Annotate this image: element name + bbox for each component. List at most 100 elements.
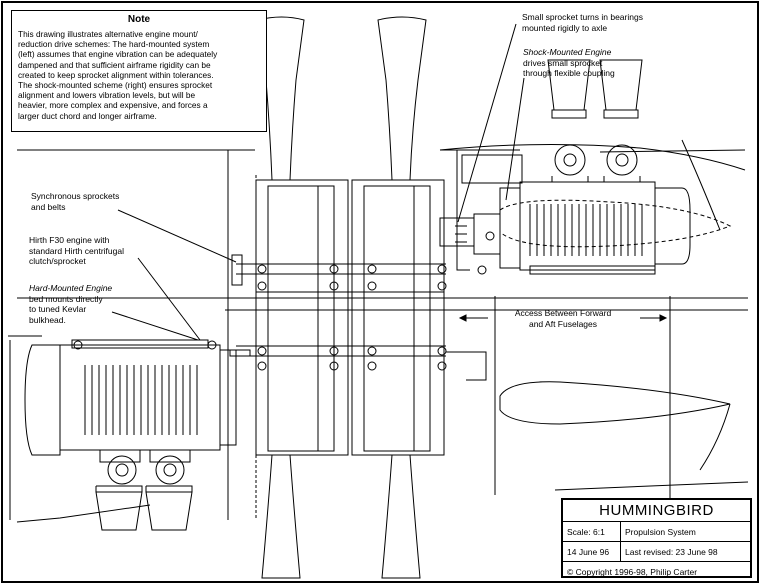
title-block-row: © Copyright 1996-98, Philip Carter bbox=[563, 562, 750, 581]
right-engine-flange bbox=[499, 187, 521, 269]
drawing-date: 14 June 96 bbox=[563, 542, 621, 561]
label-line: Synchronous sprockets bbox=[31, 191, 120, 201]
note-line: reduction drive schemes: The hard-mounte… bbox=[18, 39, 210, 50]
duct-right bbox=[351, 179, 445, 456]
right-bracket-top bbox=[461, 154, 523, 184]
label-synchronous: Synchronous sprockets and belts bbox=[31, 191, 119, 212]
left-engine-body bbox=[59, 344, 221, 451]
note-title: Note bbox=[127, 14, 151, 25]
sprocket-teeth bbox=[455, 217, 467, 243]
leader-small-sprocket bbox=[457, 23, 517, 223]
left-engine-cap bbox=[24, 344, 61, 456]
drawing-subject: Propulsion System bbox=[625, 526, 696, 537]
upper-fairing bbox=[439, 143, 746, 171]
left-cylinder-2 bbox=[155, 455, 185, 485]
note-line: heavier, more complex and expensive, and… bbox=[18, 100, 208, 111]
upper-sprocket-2 bbox=[329, 264, 339, 274]
label-line: Shock-Mounted Engine bbox=[523, 47, 612, 57]
label-access: Access Between Forward and Aft Fuselages bbox=[490, 308, 636, 329]
aft-frames bbox=[494, 296, 671, 498]
duct-right-inner bbox=[363, 185, 431, 452]
upper-fuselage-line-right bbox=[440, 149, 746, 153]
note-line: This drawing illustrates alternative eng… bbox=[18, 29, 198, 39]
lower-blade-left bbox=[261, 454, 301, 579]
label-line: Access Between Forward bbox=[514, 308, 612, 318]
note-body: This drawing illustrates alternative eng… bbox=[18, 29, 260, 121]
lower-fuselage-line-right bbox=[554, 481, 749, 491]
right-support-post bbox=[456, 150, 470, 271]
left-cylinder-bases bbox=[99, 450, 191, 463]
right-cylinder-1 bbox=[554, 144, 586, 176]
label-line: clutch/sprocket bbox=[29, 256, 86, 266]
left-engine-output bbox=[229, 349, 251, 357]
left-mount-bolt-1 bbox=[73, 340, 83, 350]
lower-blade-right bbox=[381, 454, 421, 579]
upper-blade-left bbox=[257, 16, 305, 181]
duct-ribs bbox=[317, 186, 415, 451]
label-line: standard Hirth centrifugal bbox=[29, 245, 124, 256]
label-shock-mounted: Shock-Mounted Engine drives small sprock… bbox=[523, 47, 615, 79]
lower-shaft bbox=[236, 345, 446, 357]
right-engine-fins bbox=[529, 204, 643, 256]
upper-fairing-tail bbox=[681, 139, 721, 231]
label-line: bulkhead. bbox=[29, 314, 66, 325]
note-line: dampened and that sufficient airframe ri… bbox=[18, 59, 211, 70]
label-line: Small sprocket turns in bearings bbox=[522, 12, 643, 22]
upper-blade-right bbox=[377, 16, 427, 181]
label-line: mounted rigidly to axle bbox=[522, 22, 608, 33]
upper-bracket-left bbox=[231, 254, 243, 286]
leader-synchronous bbox=[117, 209, 237, 263]
left-engine-fins bbox=[84, 365, 198, 435]
duct-left-inner bbox=[267, 185, 335, 452]
title-block-row: Scale: 6:1 Propulsion System bbox=[563, 522, 750, 542]
lower-fairing-tail bbox=[699, 403, 731, 471]
label-line: Hirth F30 engine with bbox=[29, 235, 110, 245]
title-block-row: 14 June 96 Last revised: 23 June 98 bbox=[563, 542, 750, 562]
label-line: and Aft Fuselages bbox=[528, 318, 598, 329]
left-nose-frame bbox=[8, 335, 42, 520]
upper-shaft bbox=[236, 263, 446, 275]
left-intake-1 bbox=[95, 491, 143, 531]
leader-shock-mounted bbox=[505, 77, 525, 201]
upper-sprocket-3 bbox=[367, 264, 377, 274]
label-line: to tuned Kevlar bbox=[29, 304, 87, 314]
lower-airfoil bbox=[499, 381, 731, 425]
left-engine-bed bbox=[71, 339, 209, 349]
left-intake-2 bbox=[145, 491, 193, 531]
left-cylinder-1 bbox=[107, 455, 137, 485]
scale: Scale: 6:1 bbox=[563, 522, 621, 541]
right-cylinder-2 bbox=[606, 144, 638, 176]
lower-fuselage-line-left bbox=[16, 504, 151, 523]
duct-midline bbox=[256, 291, 444, 299]
note-line: The shock-mounted scheme (right) ensures… bbox=[18, 80, 213, 91]
duct-left bbox=[255, 179, 349, 456]
note-line: larger duct chord and longer airframe. bbox=[18, 110, 157, 121]
right-engine-cap bbox=[654, 187, 691, 265]
upper-sprocket-4 bbox=[437, 264, 447, 274]
upper-airfoil bbox=[499, 199, 732, 248]
label-line: drives small sprocket bbox=[523, 57, 603, 68]
note-line: created to keep sprocket alignment withi… bbox=[18, 69, 214, 80]
label-line: Hard-Mounted Engine bbox=[29, 283, 113, 293]
last-revised: Last revised: 23 June 98 bbox=[625, 546, 718, 557]
label-small-sprocket: Small sprocket turns in bearings mounted… bbox=[522, 12, 643, 33]
leader-hard-mounted bbox=[111, 311, 199, 341]
note-line: (left) assumes that engine vibration can… bbox=[18, 49, 218, 60]
label-line: through flexible coupling bbox=[523, 68, 615, 78]
copyright: © Copyright 1996-98, Philip Carter bbox=[567, 566, 698, 577]
left-mount-bolt-2 bbox=[207, 340, 217, 350]
title-block: HUMMINGBIRD Scale: 6:1 Propulsion System… bbox=[561, 498, 752, 578]
upper-sprocket-1 bbox=[257, 264, 267, 274]
lower-right-bracket bbox=[446, 351, 487, 381]
label-hirth: Hirth F30 engine with standard Hirth cen… bbox=[29, 235, 124, 267]
note-line: alignment and lowers vibration levels, b… bbox=[18, 90, 196, 101]
label-line: bed mounts directly bbox=[29, 293, 103, 304]
leader-hirth bbox=[137, 257, 201, 341]
project-title: HUMMINGBIRD bbox=[563, 500, 750, 522]
note-box: Note This drawing illustrates alternativ… bbox=[11, 10, 267, 132]
label-hard-mounted: Hard-Mounted Engine bed mounts directly … bbox=[29, 283, 112, 325]
label-line: and belts bbox=[31, 201, 66, 212]
